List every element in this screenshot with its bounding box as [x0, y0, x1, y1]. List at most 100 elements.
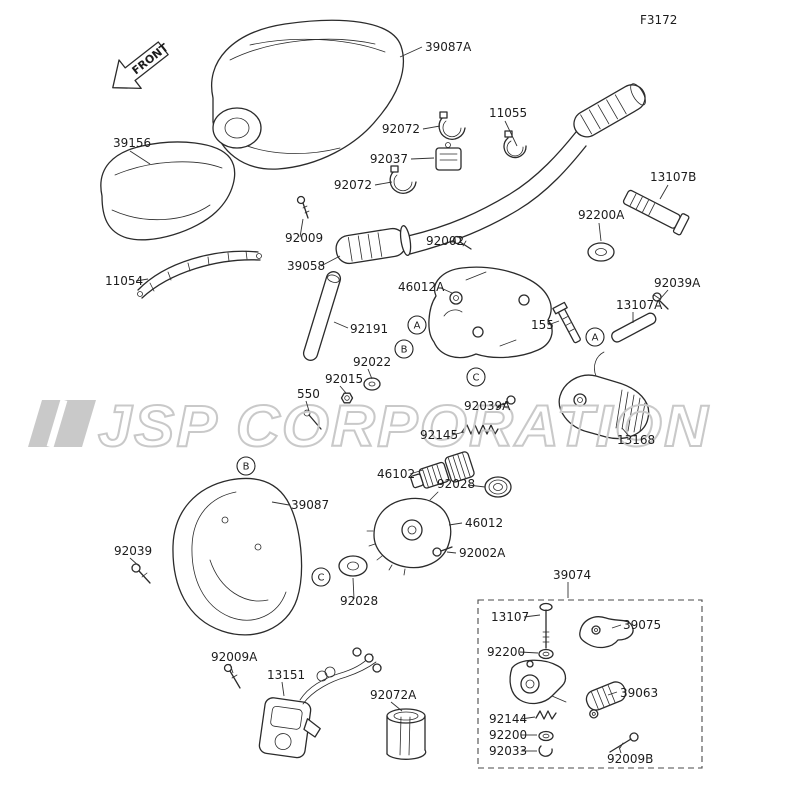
part-label-92037: 92037	[370, 152, 408, 166]
callout-letter: A	[414, 321, 421, 332]
grip-39058	[335, 225, 412, 265]
part-label-39087A: 39087A	[425, 40, 472, 54]
grip-39063	[585, 681, 627, 719]
callout-circle	[466, 367, 486, 387]
part-label-13168: 13168	[617, 433, 655, 447]
clamp-92072A	[386, 708, 427, 760]
washer-92200-upper	[538, 648, 554, 660]
leader-line-92072	[374, 181, 393, 186]
leader-line-39156	[129, 150, 151, 165]
line-art: FRONT	[100, 19, 703, 769]
callout-circle	[407, 315, 427, 335]
band-92072-upper	[438, 111, 466, 140]
right-grip	[573, 83, 646, 138]
callout-letter: B	[401, 345, 408, 356]
leader-line-92200A	[598, 222, 602, 242]
leader-line-39087	[271, 501, 290, 506]
leader-line-92072A	[390, 701, 403, 712]
bolt-155	[552, 301, 581, 344]
tube-92191	[302, 271, 342, 361]
part-label-92033: 92033	[489, 744, 527, 758]
leader-line-92009A	[229, 663, 234, 674]
part-label-92200A: 92200A	[578, 208, 625, 222]
leader-line-39058	[320, 255, 341, 267]
screw-92009B	[609, 732, 639, 753]
part-label-13107B: 13107B	[650, 170, 696, 184]
joint-46102	[410, 451, 475, 489]
leader-line-92028	[352, 577, 355, 600]
part-label-39074: 39074	[553, 568, 591, 582]
part-label-92015: 92015	[325, 372, 363, 386]
washer-92028-upper	[484, 476, 512, 498]
leader-line-92144	[520, 716, 536, 720]
connector-92037	[435, 142, 462, 171]
switch-13151	[258, 647, 382, 759]
part-label-92009B: 92009B	[607, 752, 653, 766]
leader-line-46012A	[440, 287, 453, 294]
handlebar-tube	[407, 131, 587, 255]
leader-line-46102	[409, 469, 424, 475]
bracket-13168	[558, 351, 650, 440]
part-label-39156: 39156	[113, 136, 151, 150]
part-label-92144: 92144	[489, 712, 527, 726]
part-label-92039: 92039	[114, 544, 152, 558]
leader-line-92022	[367, 368, 373, 380]
leader-line-92015	[339, 385, 347, 394]
part-label-92072: 92072	[334, 178, 372, 192]
leader-line-92009B	[618, 746, 622, 754]
part-label-155: 155	[531, 318, 554, 332]
nut-92015	[340, 392, 354, 404]
part-label-39087: 39087	[291, 498, 329, 512]
washer-92200A	[587, 242, 615, 262]
part-label-92200: 92200	[489, 728, 527, 742]
leader-line-13151	[281, 681, 285, 697]
watermark-logo-block	[28, 400, 96, 447]
part-label-92028: 92028	[340, 594, 378, 608]
clip-92033	[538, 745, 553, 757]
screw-92039A-mid	[496, 395, 516, 409]
callout-C: C	[466, 367, 486, 387]
front-arrow: FRONT	[112, 41, 171, 89]
part-label-11054: 11054	[105, 274, 143, 288]
leader-line-92009	[299, 218, 304, 238]
part-label-11055: 11055	[489, 106, 527, 120]
housing-46012	[366, 491, 452, 576]
leader-line-92072	[422, 125, 441, 130]
washer-92022	[363, 377, 381, 391]
spring-92144	[535, 710, 557, 720]
leader-line-92200	[519, 651, 539, 654]
bracket-39075	[579, 616, 634, 649]
callout-circle	[585, 327, 605, 347]
part-labels-layer: 39087A110559207292037920723915613107B922…	[105, 40, 701, 766]
part-label-13107: 13107	[491, 610, 529, 624]
leader-line-155	[547, 320, 560, 326]
part-label-92009A: 92009A	[211, 650, 258, 664]
leader-line-92028	[467, 484, 486, 488]
callout-B: B	[394, 339, 414, 359]
bolt-13107B	[622, 189, 690, 236]
part-label-13107A: 13107A	[616, 298, 663, 312]
part-label-92072: 92072	[382, 122, 420, 136]
leader-line-92002A	[446, 551, 457, 554]
callout-circle	[311, 567, 331, 587]
leader-line-13107	[523, 614, 541, 618]
leader-line-13168	[621, 427, 629, 436]
callout-A: A	[407, 315, 427, 335]
washer-92200-lower	[538, 730, 554, 742]
leader-line-46012	[448, 522, 463, 526]
part-label-92022: 92022	[353, 355, 391, 369]
leader-line-92037	[410, 157, 435, 160]
part-label-46012: 46012	[465, 516, 503, 530]
bolt-13107	[539, 602, 553, 649]
leader-line-92191	[333, 321, 349, 329]
figure-code: F3172	[640, 13, 677, 27]
part-label-92072A: 92072A	[370, 688, 417, 702]
callout-A: A	[585, 327, 605, 347]
part-label-92009: 92009	[285, 231, 323, 245]
part-label-92028: 92028	[437, 477, 475, 491]
part-label-46012A: 46012A	[398, 280, 445, 294]
callout-letter: C	[318, 573, 325, 584]
